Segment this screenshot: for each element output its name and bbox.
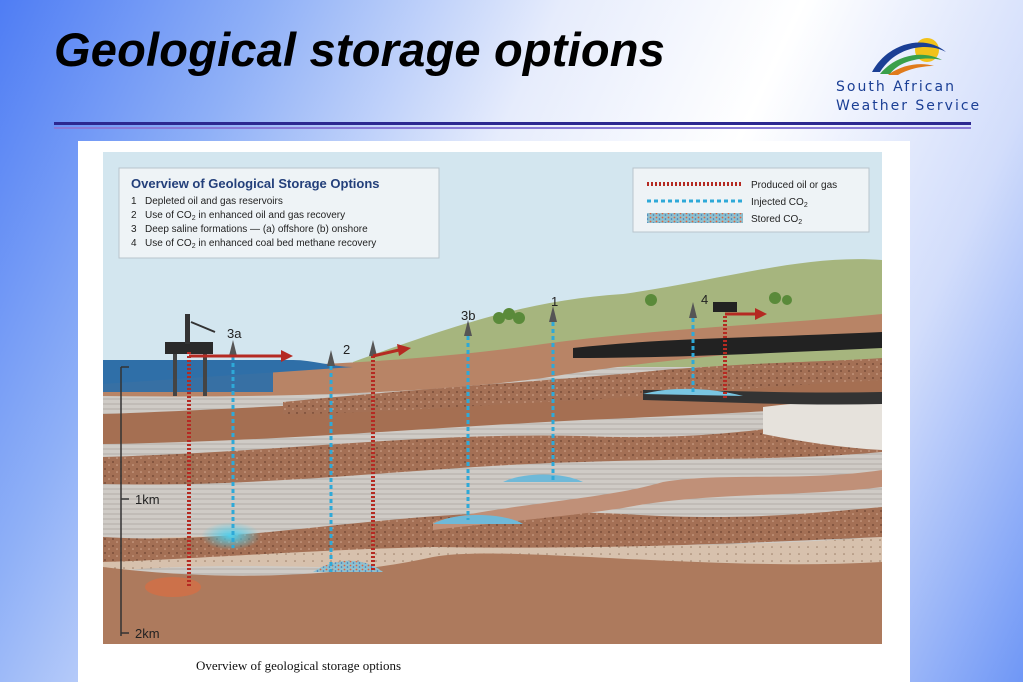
figure-caption: Overview of geological storage options (196, 658, 402, 673)
title-divider (54, 122, 971, 125)
legend-swatch-stored (647, 213, 743, 223)
stored-co2-4 (643, 388, 743, 396)
storage-options-diagram: 1km 2km 3a 2 3b 1 4 Overview of Geologic… (103, 152, 882, 644)
option-text-3: Deep saline formations — (a) offshore (b… (145, 224, 368, 235)
stratum-sandy-wedge (763, 398, 882, 450)
production-arrows (189, 308, 767, 362)
stratum-deep-reservoir (103, 553, 882, 644)
site-label-3a: 3a (227, 326, 242, 341)
saws-logo-mark (872, 38, 946, 75)
option-text-2: Use of CO2 in enhanced oil and gas recov… (145, 210, 345, 222)
legend-label-produced: Produced oil or gas (751, 180, 837, 191)
option-number-3: 3 (131, 224, 137, 235)
depth-label-1km: 1km (135, 492, 160, 507)
legend-label-stored: Stored CO2 (751, 214, 802, 226)
option-number-4: 4 (131, 238, 137, 249)
stored-co2-3a (201, 522, 261, 550)
stratum-shallow-dotted (283, 358, 882, 414)
stratum-cap-rock (103, 414, 882, 485)
depth-axis (120, 366, 129, 636)
site-label-3b: 3b (461, 308, 475, 323)
title-divider-accent (54, 127, 971, 129)
legend-box: Produced oil or gas Injected CO2 Stored … (632, 167, 870, 233)
overview-box: Overview of Geological Storage Options 1… (118, 167, 440, 259)
well-derricks (229, 302, 737, 366)
option-text-4: Use of CO2 in enhanced coal bed methane … (145, 238, 376, 250)
site-label-2: 2 (343, 342, 350, 357)
stored-co2-1 (503, 474, 583, 482)
legend-label-injected: Injected CO2 (751, 197, 808, 209)
overview-heading: Overview of Geological Storage Options (131, 176, 380, 191)
logo-text-line2: Weather Service (836, 98, 982, 114)
produced-oil-pocket (145, 577, 201, 597)
stored-co2-3b (433, 515, 523, 524)
stratum-reservoir-3b (433, 470, 882, 530)
stratum-mid-dotted (103, 507, 882, 562)
depth-label-2km: 2km (135, 626, 160, 641)
site-label-4: 4 (701, 292, 708, 307)
logo-text-line1: South African (836, 79, 956, 95)
trees (493, 292, 792, 324)
slide-title: Geological storage options (54, 23, 666, 76)
saws-logo: South African Weather Service (830, 28, 982, 120)
stratum-top (103, 314, 882, 397)
produced-wells (187, 316, 727, 587)
option-text-1: Depleted oil and gas reservoirs (145, 196, 283, 207)
option-number-1: 1 (131, 196, 137, 207)
injection-wells (231, 318, 695, 572)
option-number-2: 2 (131, 210, 137, 221)
offshore-platform (165, 314, 216, 396)
site-label-1: 1 (551, 294, 558, 309)
coal-seam-upper (573, 332, 882, 358)
